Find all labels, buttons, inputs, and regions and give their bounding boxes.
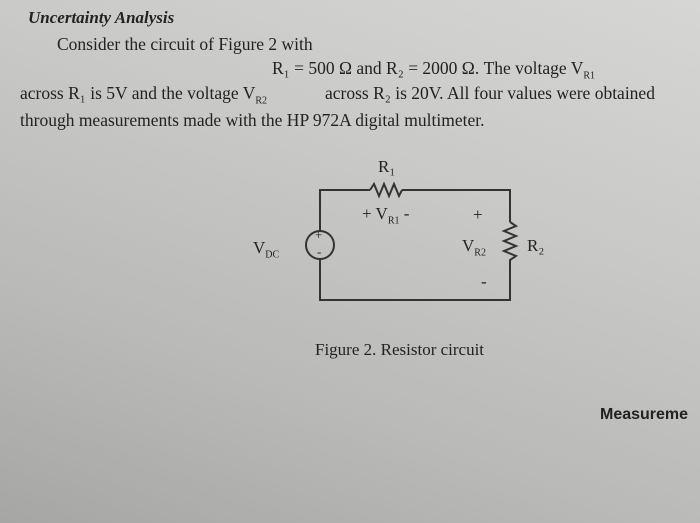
figure-caption: Figure 2. Resistor circuit — [315, 340, 485, 359]
subscript: R2 — [255, 95, 268, 107]
r1-label: R₁ — [378, 157, 396, 176]
next-section-heading: Measureme — [600, 406, 689, 423]
vr2-minus: - — [481, 272, 487, 291]
paragraph-line-3: through measurements made with the HP 97… — [20, 110, 485, 130]
paragraph-line-1a: Consider the circuit of Figure 2 with — [57, 34, 313, 54]
vr1-label: + VR1 - — [362, 204, 410, 227]
r2-label: R₂ — [527, 236, 545, 255]
minus: - — [403, 204, 410, 223]
paragraph-line-1b: R₁ = 500 Ω and R₂ = 2000 Ω. The voltage … — [272, 58, 595, 81]
subscript: DC — [265, 249, 280, 261]
vdc-label: VDC — [253, 238, 280, 261]
top-wire — [319, 189, 511, 231]
resistor-r2 — [319, 221, 519, 301]
text: + V — [362, 204, 388, 223]
paragraph-line-2a: across R₁ is 5V and the voltage VR2 — [20, 83, 267, 106]
source-plus: + — [315, 227, 323, 242]
paragraph-line-2b: across R₂ is 20V. All four values were o… — [325, 83, 655, 103]
subscript: R1 — [387, 215, 400, 227]
resistor-r1 — [369, 181, 403, 199]
vr2-plus: + — [473, 205, 483, 224]
subscript: R1 — [583, 70, 596, 82]
text: V — [253, 238, 266, 257]
vr2-label: VR2 — [462, 236, 486, 259]
subscript: R2 — [474, 247, 486, 259]
text: R₁ = 500 Ω and R₂ = 2000 Ω. The voltage … — [272, 58, 584, 78]
text: across R₁ is 5V and the voltage V — [20, 83, 256, 103]
section-heading: Uncertainty Analysis — [28, 8, 175, 27]
voltage-source — [305, 230, 335, 260]
source-minus: - — [317, 244, 322, 259]
text: V — [462, 236, 475, 255]
